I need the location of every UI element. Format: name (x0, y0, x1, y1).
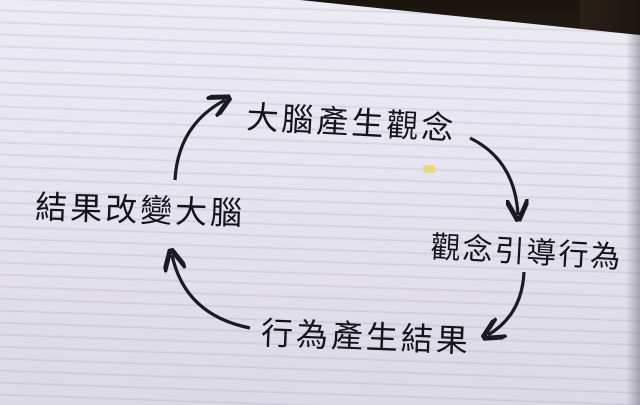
arrow-left-to-top-icon (173, 100, 225, 181)
screen-edge (626, 0, 640, 405)
arrow-bottom-to-left-icon (172, 255, 251, 330)
arrow-top-to-right-icon (469, 136, 518, 215)
arrow-right-to-bottom-icon (488, 271, 526, 335)
light-reflection (423, 165, 435, 173)
